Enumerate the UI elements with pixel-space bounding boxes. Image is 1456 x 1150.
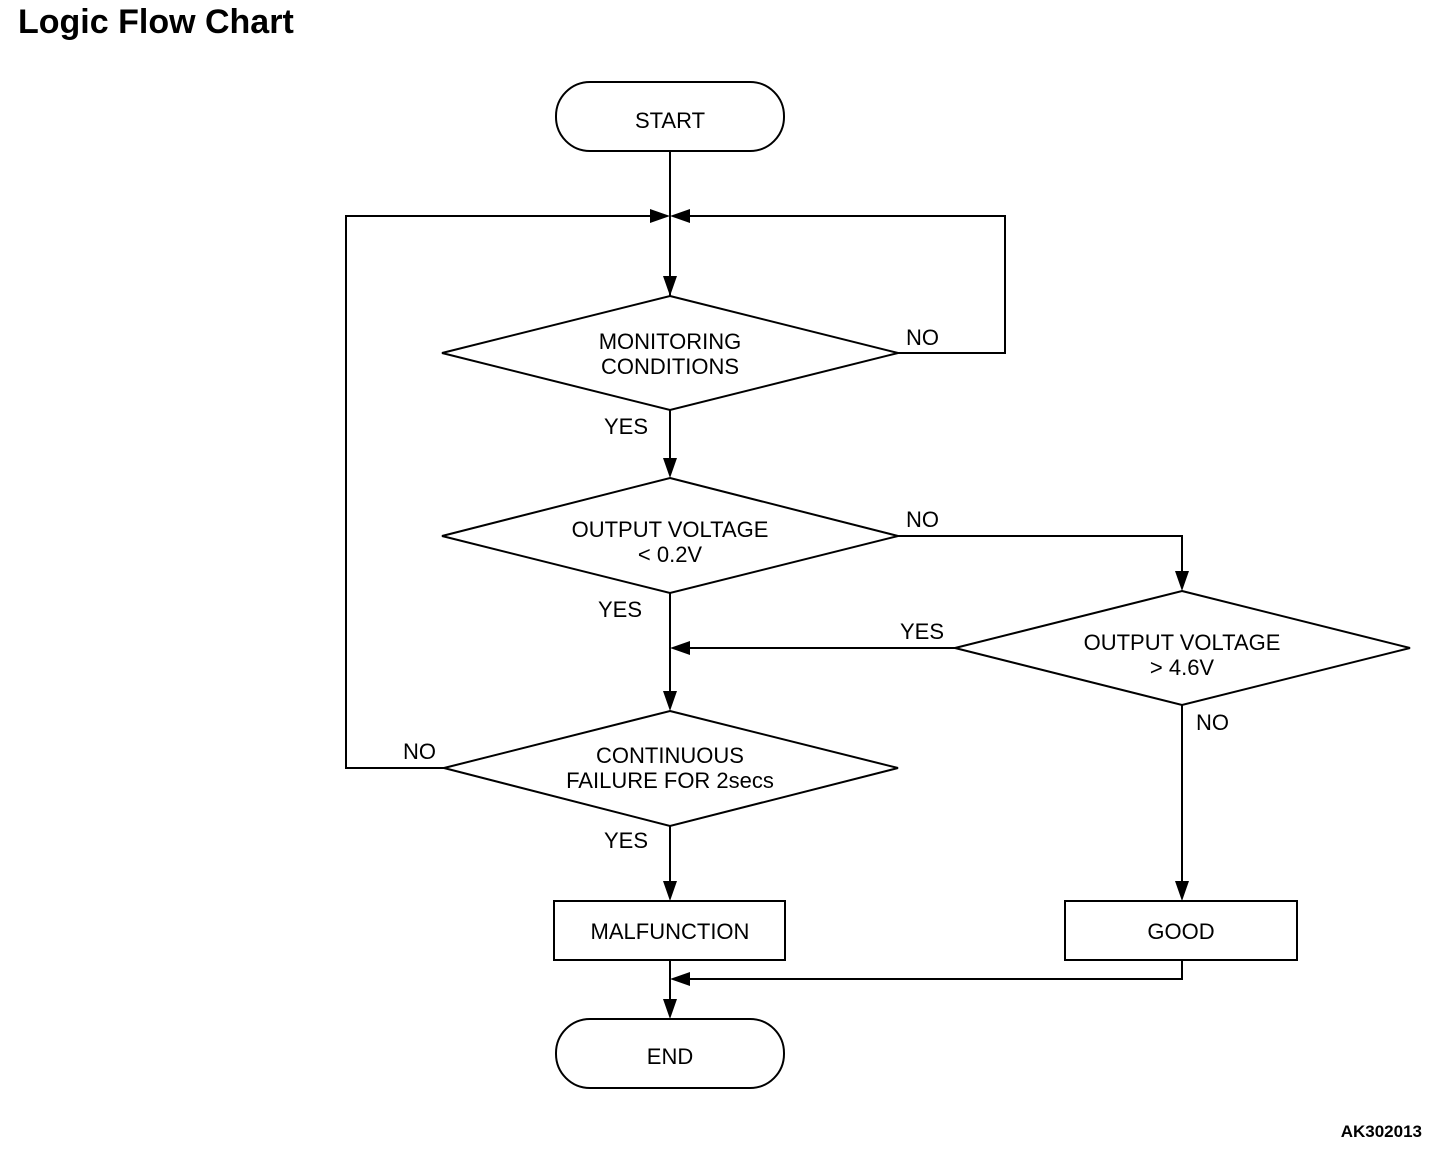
connector-low-voltage-no-to-high-voltage (898, 535, 1183, 573)
arrowhead-left-high-voltage-yes (670, 641, 690, 655)
start-node: START (555, 81, 785, 152)
monitoring-no-label: NO (906, 325, 939, 350)
low-voltage-decision: OUTPUT VOLTAGE < 0.2V (441, 476, 899, 595)
high-voltage-no-label: NO (1196, 710, 1229, 735)
malfunction-node: MALFUNCTION (553, 900, 786, 961)
high-voltage-label-line-2: > 4.6V (1150, 655, 1215, 680)
monitoring-yes-label: YES (604, 414, 648, 439)
arrowhead-left-into-main (670, 209, 690, 223)
high-voltage-decision: OUTPUT VOLTAGE > 4.6V (954, 589, 1411, 707)
monitoring-conditions-decision: MONITORING CONDITIONS (441, 294, 899, 412)
arrowheads (650, 209, 1189, 1019)
low-voltage-label-line-2: < 0.2V (638, 542, 703, 567)
malfunction-label: MALFUNCTION (591, 919, 750, 944)
connector-monitoring-no-loop (690, 215, 1006, 354)
arrowhead-right-into-main (650, 209, 670, 223)
connectors (345, 151, 1183, 1001)
good-node: GOOD (1064, 900, 1298, 961)
start-label: START (635, 108, 705, 133)
low-voltage-yes-label: YES (598, 597, 642, 622)
arrowhead-down-end (663, 999, 677, 1019)
low-voltage-label-line-1: OUTPUT VOLTAGE (572, 517, 769, 542)
end-node: END (555, 1018, 785, 1089)
continuous-yes-label: YES (604, 828, 648, 853)
continuous-label-line-2: FAILURE FOR 2secs (566, 768, 774, 793)
arrowhead-down-high-voltage (1175, 571, 1189, 591)
good-label: GOOD (1147, 919, 1214, 944)
end-label: END (647, 1044, 693, 1069)
monitoring-label-line-1: MONITORING (599, 329, 742, 354)
high-voltage-yes-label: YES (900, 619, 944, 644)
high-voltage-label-line-1: OUTPUT VOLTAGE (1084, 630, 1281, 655)
arrowhead-down-good (1175, 881, 1189, 901)
monitoring-label-line-2: CONDITIONS (601, 354, 739, 379)
arrowhead-down-low-voltage (663, 458, 677, 478)
arrowhead-down-malfunction (663, 881, 677, 901)
continuous-failure-decision: CONTINUOUS FAILURE FOR 2secs (443, 709, 899, 828)
edge-labels: NO YES NO YES YES NO NO YES (403, 325, 1229, 853)
arrowhead-left-good-to-end (670, 972, 690, 986)
arrowhead-down-monitoring (663, 276, 677, 296)
connector-good-to-end (690, 960, 1183, 980)
continuous-label-line-1: CONTINUOUS (596, 743, 744, 768)
connector-continuous-no-loop (345, 215, 652, 769)
continuous-no-label: NO (403, 739, 436, 764)
low-voltage-no-label: NO (906, 507, 939, 532)
page-title: Logic Flow Chart (18, 3, 294, 41)
arrowhead-down-continuous (663, 691, 677, 711)
figure-code: AK302013 (1340, 1122, 1422, 1141)
